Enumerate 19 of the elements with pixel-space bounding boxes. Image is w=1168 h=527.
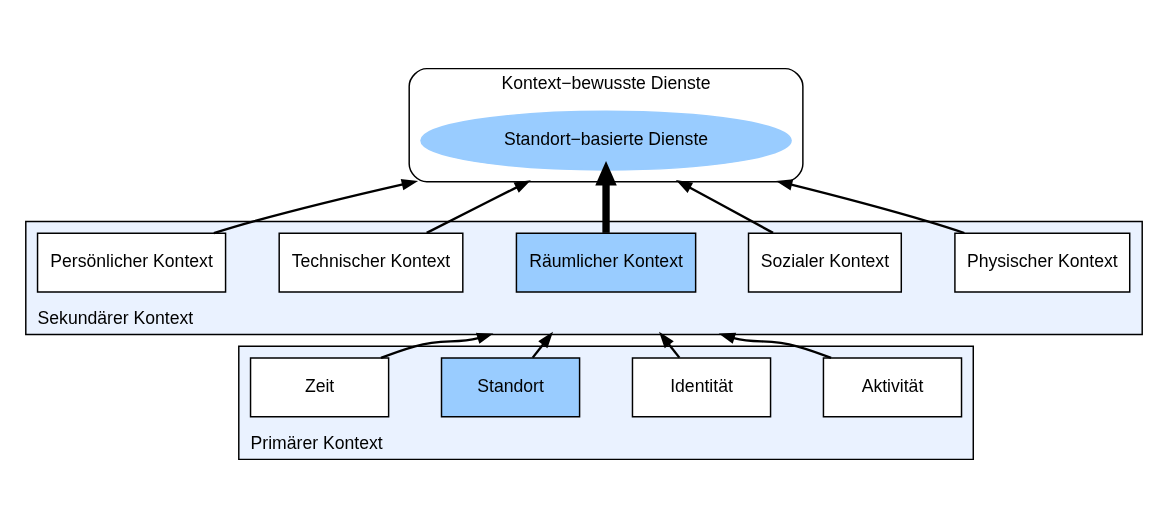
arrow	[718, 332, 832, 359]
node-box: Persönlicher Kontext	[36, 231, 227, 293]
arrow	[659, 331, 681, 358]
arrow	[531, 331, 553, 358]
node-box: Physischer Kontext	[954, 231, 1131, 293]
arrow	[213, 178, 419, 234]
arrow	[595, 160, 617, 233]
arrow	[380, 332, 494, 359]
node-ellipse: Standort−basierte Dienste	[420, 110, 792, 171]
node-box: Identität	[631, 356, 772, 417]
node-box: Standort	[440, 356, 581, 417]
arrow	[775, 178, 965, 234]
node-box: Zeit	[249, 356, 390, 417]
arrow	[426, 179, 531, 234]
node-box: Technischer Kontext	[278, 231, 464, 293]
arrow	[675, 179, 774, 234]
node-box: Räumlicher Kontext	[515, 231, 697, 293]
node-box: Sozialer Kontext	[747, 231, 903, 293]
node-box: Aktivität	[822, 356, 963, 417]
